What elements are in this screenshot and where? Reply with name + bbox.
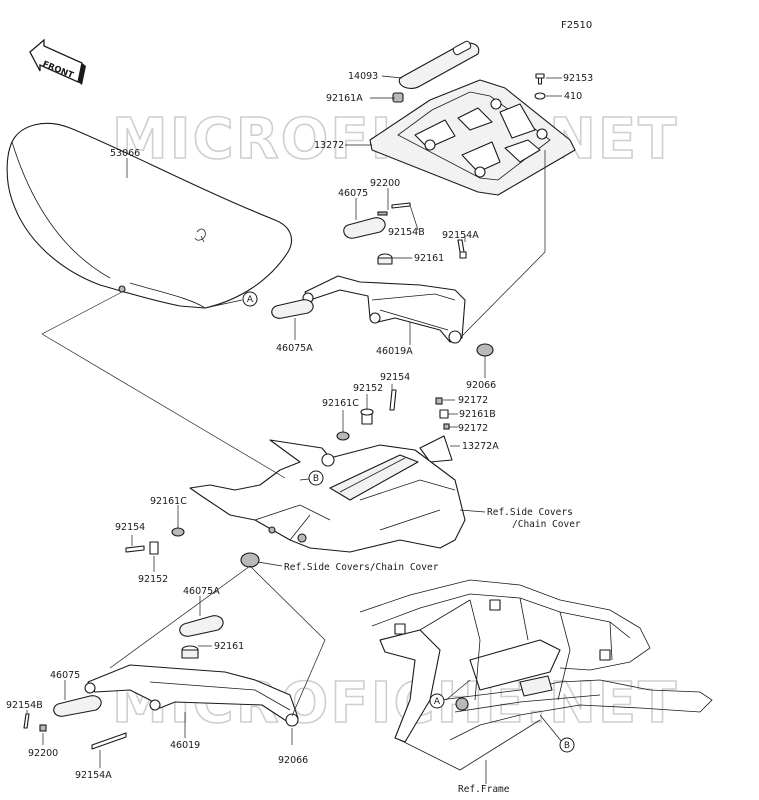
circle-label-b-frame: B: [564, 741, 570, 751]
reference-labels: Ref.Side Covers /Chain Cover Ref.Side Co…: [284, 507, 581, 795]
label-13272: 13272: [314, 140, 344, 151]
callout-labels: 14093 92161A 92153 410 13272 53066 46075…: [6, 71, 593, 781]
circle-ref-b-frame: [559, 737, 575, 753]
label-92152-left: 92152: [138, 574, 168, 585]
label-13272A: 13272A: [462, 441, 499, 452]
label-92154-mid: 92154: [380, 372, 410, 383]
label-92154A-low: 92154A: [75, 770, 112, 781]
label-92154B-top: 92154B: [388, 227, 425, 238]
label-46075-top: 46075: [338, 188, 368, 199]
bracket-13272A: [419, 435, 453, 463]
label-92161B: 92161B: [459, 409, 496, 420]
seat-53066: [6, 122, 292, 309]
rear-fender-assembly: [189, 439, 466, 553]
grab-rail-46019: [84, 664, 299, 727]
label-92172-a: 92172: [458, 395, 488, 406]
rack-13272: [369, 79, 576, 196]
bracket-46075A-top: [271, 299, 314, 319]
collar-92152-mid: [360, 408, 374, 425]
frame-assembly: [359, 579, 713, 771]
label-92154A-top: 92154A: [442, 230, 479, 241]
label-92172-b: 92172: [458, 423, 488, 434]
label-92161C-left: 92161C: [150, 496, 187, 507]
circle-label-a-top: A: [247, 295, 254, 305]
circle-label-b-mid: B: [313, 474, 319, 484]
label-46075A-low: 46075A: [183, 586, 220, 597]
bolt-92154B-low: [23, 713, 30, 729]
bolt-92200-low: [39, 724, 47, 732]
grommet-92161C-mid: [336, 431, 350, 441]
relationship-lines: [41, 150, 563, 743]
bolt-92200-top: [377, 211, 388, 216]
bolt-92153: [535, 73, 545, 85]
bolt-92154A-low: [91, 732, 127, 750]
bracket-46075A-low: [179, 615, 224, 637]
bolt-92154B-top: [391, 202, 411, 209]
ref-side-covers-line2: /Chain Cover: [512, 519, 581, 530]
grommet-92161C-left: [171, 527, 185, 537]
cap-92161-top: [377, 253, 393, 265]
washer-410: [534, 92, 546, 100]
circle-ref-b-mid: [308, 470, 324, 486]
grommet-center: [240, 552, 260, 568]
label-46075-low: 46075: [50, 670, 80, 681]
circle-ref-a-frame: [429, 693, 445, 709]
figure-id: F2510: [561, 20, 592, 31]
bolt-92172-a: [435, 397, 443, 405]
bolt-92154A-top: [457, 239, 467, 259]
label-46019A: 46019A: [376, 346, 413, 357]
label-46019: 46019: [170, 740, 200, 751]
label-410: 410: [564, 91, 582, 102]
cap-92066-top: [476, 343, 494, 357]
circle-label-a-frame: A: [434, 697, 441, 707]
label-92161A-top: 92161A: [326, 93, 363, 104]
leader-lines: [26, 75, 562, 784]
label-92154B-low: 92154B: [6, 700, 43, 711]
circle-ref-a-top: [242, 291, 258, 307]
label-92152-mid: 92152: [353, 383, 383, 394]
label-92200-low: 92200: [28, 748, 58, 759]
label-53066: 53066: [110, 148, 140, 159]
collar-92152-left: [149, 541, 159, 555]
label-92161C-mid: 92161C: [322, 398, 359, 409]
bolt-92154-mid: [389, 389, 397, 411]
pad-14093: [392, 40, 480, 103]
label-92161-top: 92161: [414, 253, 444, 264]
bolt-92172-b: [443, 423, 450, 430]
bracket-46075-low: [53, 695, 102, 717]
label-92066-low: 92066: [278, 755, 308, 766]
label-92153: 92153: [563, 73, 593, 84]
label-46075A-top: 46075A: [276, 343, 313, 354]
label-92161-low: 92161: [214, 641, 244, 652]
nut-92161B: [439, 409, 449, 419]
label-14093: 14093: [348, 71, 378, 82]
front-arrow-icon: FRONT: [29, 38, 86, 85]
ref-frame: Ref.Frame: [458, 784, 510, 795]
label-92066-top: 92066: [466, 380, 496, 391]
cap-92161-low: [181, 645, 199, 659]
bracket-46075-top: [343, 217, 386, 239]
label-92154-left: 92154: [115, 522, 145, 533]
label-92200-top: 92200: [370, 178, 400, 189]
grab-rail-46019A: [302, 275, 466, 344]
ref-side-covers-line1: Ref.Side Covers: [487, 507, 573, 518]
ref-side-covers-chain: Ref.Side Covers/Chain Cover: [284, 562, 439, 573]
bolt-92154-left: [125, 545, 145, 553]
